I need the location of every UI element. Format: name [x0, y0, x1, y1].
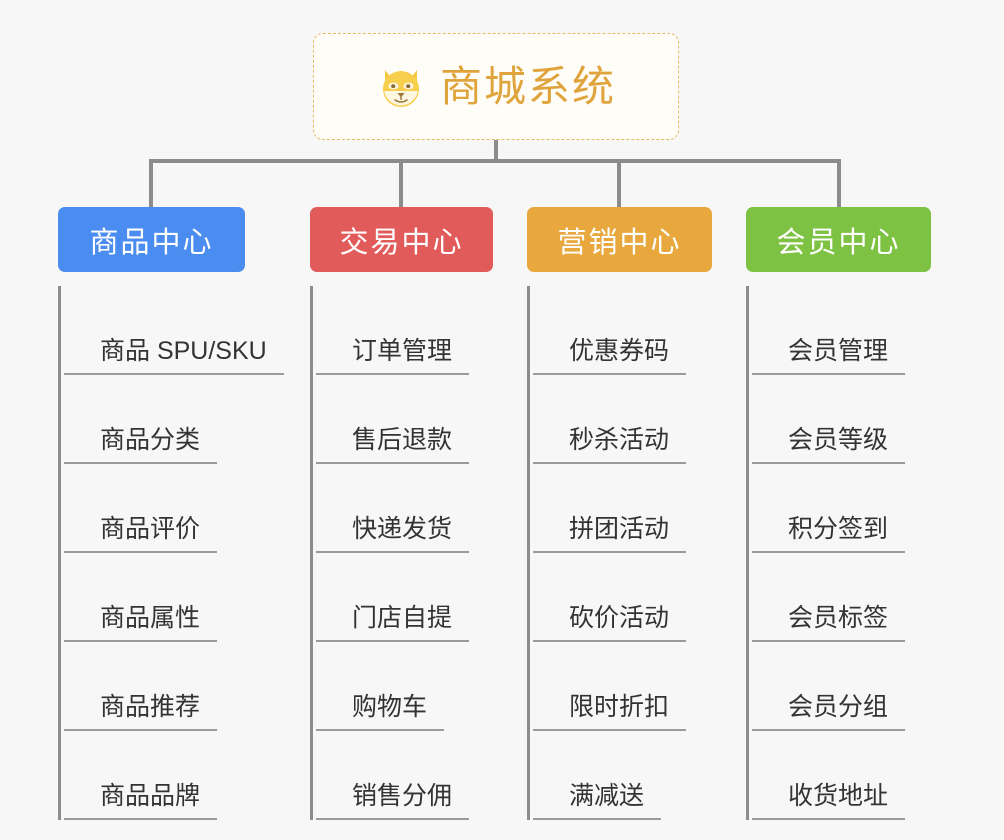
branch-item-label: 商品评价 [64, 517, 218, 553]
connector-drop-1 [149, 159, 153, 208]
connector-drop-3 [617, 159, 621, 208]
branch-item[interactable]: 积分签到 [752, 464, 931, 553]
branch-header[interactable]: 商品中心 [58, 207, 245, 272]
branch-item[interactable]: 商品评价 [64, 464, 245, 553]
branch-item[interactable]: 商品属性 [64, 553, 245, 642]
branch-item[interactable]: 会员标签 [752, 553, 931, 642]
branch-item-label: 优惠券码 [533, 339, 687, 375]
branch-header[interactable]: 会员中心 [746, 207, 931, 272]
branch-item-label: 销售分佣 [316, 784, 470, 820]
branch-item[interactable]: 限时折扣 [533, 642, 712, 731]
branch-header[interactable]: 交易中心 [310, 207, 493, 272]
branch-item-label: 商品属性 [64, 606, 218, 642]
branch-item[interactable]: 会员分组 [752, 642, 931, 731]
branch-item[interactable]: 订单管理 [316, 286, 493, 375]
branch-item-label: 会员标签 [752, 606, 906, 642]
branch-item-label: 会员分组 [752, 695, 906, 731]
branch-item-list: 优惠券码秒杀活动拼团活动砍价活动限时折扣满减送 [527, 286, 712, 820]
branch-item-label: 限时折扣 [533, 695, 687, 731]
branch-item-label: 秒杀活动 [533, 428, 687, 464]
branch-item[interactable]: 收货地址 [752, 731, 931, 820]
branch-item[interactable]: 商品品牌 [64, 731, 245, 820]
branch-item[interactable]: 商品推荐 [64, 642, 245, 731]
branch-column: 商品中心商品 SPU/SKU 商品分类商品评价商品属性商品推荐商品品牌 [58, 207, 284, 820]
branch-item-list: 会员管理会员等级积分签到会员标签会员分组收货地址 [746, 286, 931, 820]
branch-item-label: 快递发货 [316, 517, 470, 553]
root-node[interactable]: 商城系统 [313, 33, 679, 140]
branch-item-label: 会员管理 [752, 339, 906, 375]
root-title: 商城系统 [439, 62, 616, 110]
branch-item[interactable]: 满减送 [533, 731, 712, 820]
branch-item[interactable]: 门店自提 [316, 553, 493, 642]
branch-item[interactable]: 商品分类 [64, 375, 245, 464]
dog-face-icon [376, 62, 426, 112]
branch-item[interactable]: 会员等级 [752, 375, 931, 464]
branch-item-label: 拼团活动 [533, 517, 687, 553]
branch-item-label: 商品品牌 [64, 784, 218, 820]
branch-item-label: 收货地址 [752, 784, 906, 820]
connector-root-stem [494, 140, 498, 161]
connector-drop-2 [399, 159, 403, 208]
branch-item[interactable]: 会员管理 [752, 286, 931, 375]
connector-horizontal-bus [151, 159, 839, 163]
branch-item-label: 满减送 [533, 784, 662, 820]
branch-item-label: 门店自提 [316, 606, 470, 642]
branch-column: 会员中心会员管理会员等级积分签到会员标签会员分组收货地址 [746, 207, 931, 820]
connector-drop-4 [837, 159, 841, 208]
branch-item-label: 商品 SPU/SKU [64, 339, 284, 375]
branch-item[interactable]: 拼团活动 [533, 464, 712, 553]
branch-item-label: 订单管理 [316, 339, 470, 375]
branch-item-label: 会员等级 [752, 428, 906, 464]
branch-item-label: 购物车 [316, 695, 445, 731]
branch-item-label: 积分签到 [752, 517, 906, 553]
branch-item-list: 订单管理售后退款快递发货门店自提购物车销售分佣 [310, 286, 493, 820]
branch-column: 交易中心订单管理售后退款快递发货门店自提购物车销售分佣 [310, 207, 493, 820]
branch-item[interactable]: 购物车 [316, 642, 493, 731]
branch-item-list: 商品 SPU/SKU 商品分类商品评价商品属性商品推荐商品品牌 [58, 286, 284, 820]
branch-header[interactable]: 营销中心 [527, 207, 712, 272]
branch-item[interactable]: 商品 SPU/SKU [64, 286, 284, 375]
branch-item[interactable]: 快递发货 [316, 464, 493, 553]
branch-item[interactable]: 售后退款 [316, 375, 493, 464]
branch-item-label: 售后退款 [316, 428, 470, 464]
branch-item-label: 商品推荐 [64, 695, 218, 731]
branch-item[interactable]: 砍价活动 [533, 553, 712, 642]
branch-item[interactable]: 秒杀活动 [533, 375, 712, 464]
branch-item[interactable]: 销售分佣 [316, 731, 493, 820]
branch-column: 营销中心优惠券码秒杀活动拼团活动砍价活动限时折扣满减送 [527, 207, 712, 820]
branch-item-label: 砍价活动 [533, 606, 687, 642]
branch-item[interactable]: 优惠券码 [533, 286, 712, 375]
branch-item-label: 商品分类 [64, 428, 218, 464]
